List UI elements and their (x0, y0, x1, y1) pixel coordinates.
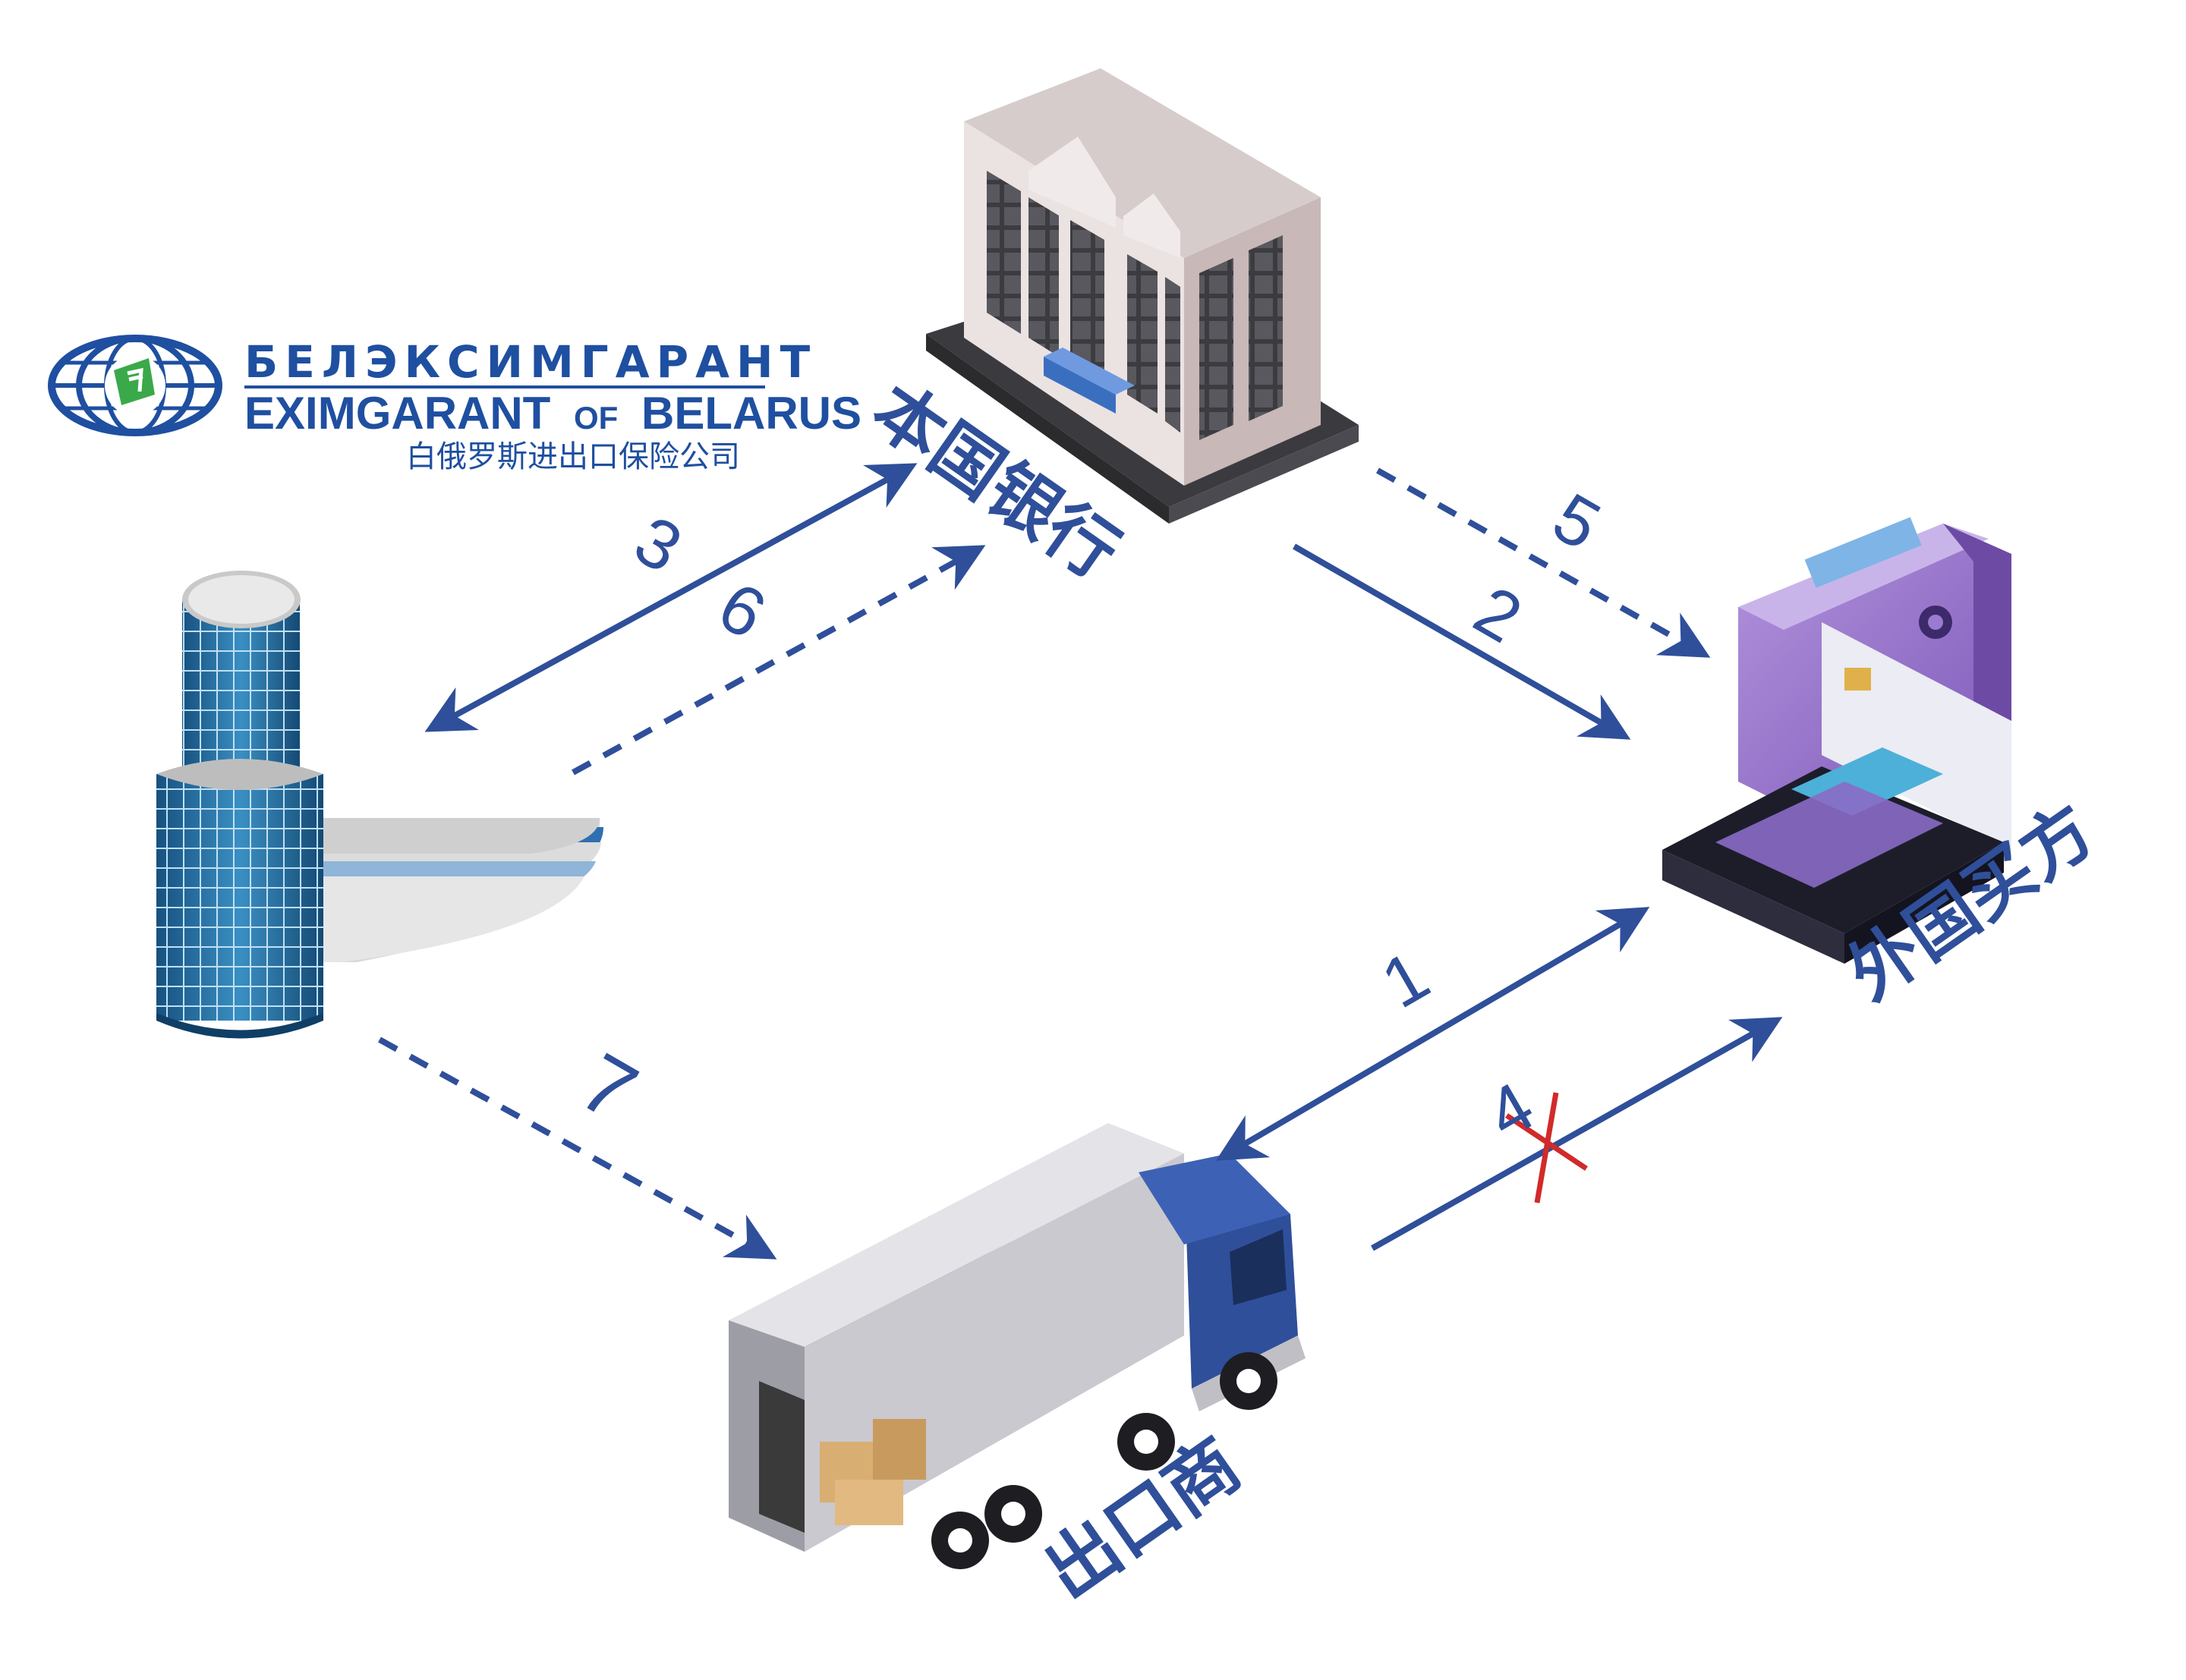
bank-awning (1044, 357, 1116, 414)
arrow-1 (1215, 907, 1650, 1161)
arrow-6 (572, 545, 986, 776)
cancel-cross-icon (1505, 1092, 1588, 1203)
exporter-truck (729, 1123, 1306, 1569)
logo-name-en-tail: BELARUS (641, 388, 861, 439)
logo-name-ru: БЕЛЭКСИМГАРАНТ (244, 336, 817, 388)
step-label-5: 5 (1540, 479, 1612, 565)
flow-arrows (378, 463, 1783, 1260)
arrow-4 (1371, 1017, 1783, 1251)
logo-name-en: EXIMGARANT OF BELARUS (244, 388, 861, 439)
step-label-2: 2 (1462, 571, 1534, 658)
arrow-2 (1293, 543, 1631, 740)
arrow-5 (1376, 467, 1711, 658)
step-label-1: 1 (1369, 936, 1441, 1023)
step-label-3: 3 (622, 502, 694, 588)
bank-building (926, 68, 1359, 524)
truck-wheels (931, 1352, 1277, 1569)
logo-name-cn: 白俄罗斯进出口保险公司 (406, 439, 740, 474)
arrow-3 (424, 463, 918, 732)
step-label-7: 7 (565, 1036, 652, 1140)
logo-name-en-main: EXIMGARANT (244, 388, 550, 439)
logo-name-en-of: OF (574, 400, 618, 436)
step-label-6: 6 (706, 568, 778, 654)
step-label-4: 4 (1474, 1068, 1546, 1154)
arrow-7 (378, 1037, 777, 1260)
insurer-building (156, 571, 603, 1039)
eximgarant-logo: БЕЛЭКСИМГАРАНТ EXIMGARANT OF BELARUS 白俄罗… (48, 335, 861, 474)
buyer-wallet-terminal (1662, 517, 2011, 964)
globe-icon (48, 335, 222, 436)
